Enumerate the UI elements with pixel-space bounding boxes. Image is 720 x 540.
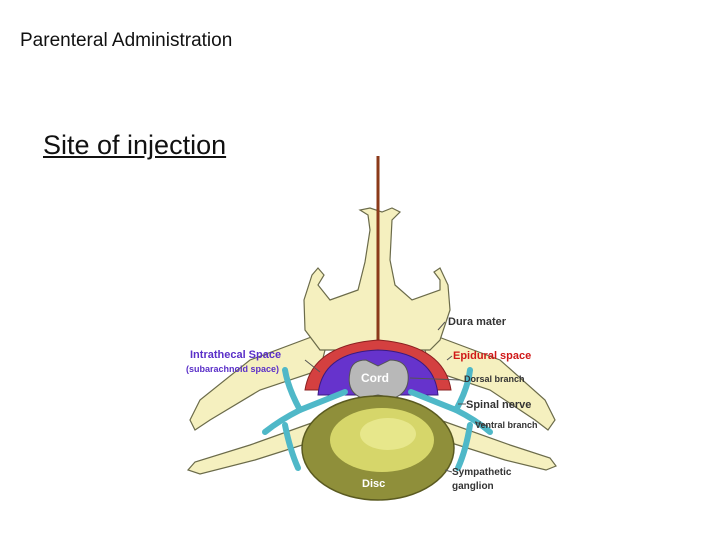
label-dura-mater: Dura mater bbox=[448, 316, 507, 328]
spinal-cord bbox=[348, 359, 409, 399]
label-epidural-space: Epidural space bbox=[453, 350, 531, 362]
label-spinal-nerve: Spinal nerve bbox=[466, 399, 531, 411]
subtitle: Site of injection bbox=[43, 130, 227, 160]
slide-title: Parenteral Administration bbox=[20, 30, 233, 51]
label-ventral-branch: Ventral branch bbox=[475, 420, 538, 430]
leader-lines bbox=[304, 321, 489, 473]
nerves bbox=[262, 367, 493, 471]
label-sympathetic: Sympathetic bbox=[452, 467, 512, 478]
label-intrathecal-space: Intrathecal Space bbox=[190, 349, 281, 361]
label-subarachnoid-space: (subarachnoid space) bbox=[186, 364, 279, 374]
label-dorsal-branch: Dorsal branch bbox=[464, 374, 525, 384]
label-ganglion: ganglion bbox=[452, 481, 494, 492]
label-disc: Disc bbox=[362, 478, 385, 490]
label-cord: Cord bbox=[361, 371, 389, 385]
